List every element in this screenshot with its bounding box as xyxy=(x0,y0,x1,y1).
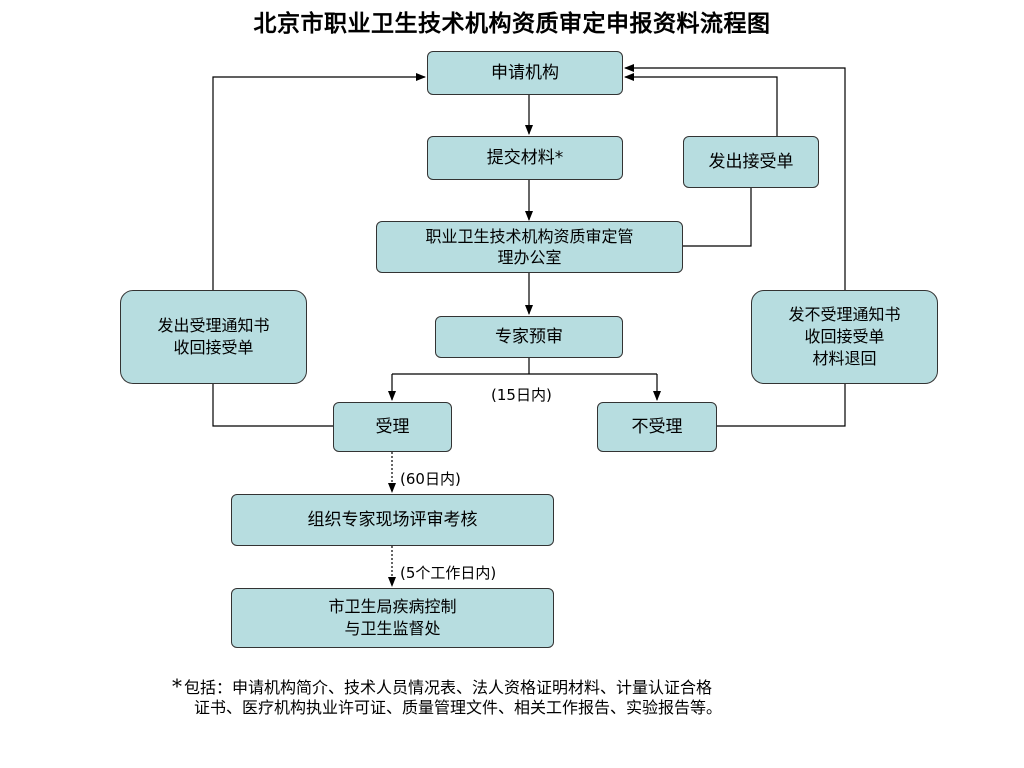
arrow-notice-to-apply xyxy=(212,73,426,290)
arrow-reject-notice-to-apply xyxy=(624,64,846,290)
node-issue-receipt: 发出接受单 xyxy=(683,136,819,188)
node-onsite-review-label: 组织专家现场评审考核 xyxy=(307,510,478,530)
footnote-text-1: 包括：申请机构简介、技术人员情况表、法人资格证明材料、计量认证合格 xyxy=(184,678,713,697)
line-accepted-to-notice xyxy=(212,384,333,427)
node-apply-label: 申请机构 xyxy=(491,63,559,83)
node-rejected: 不受理 xyxy=(597,402,717,452)
node-accept-notice: 发出受理通知书 收回接受单 xyxy=(120,290,307,384)
node-submit-label: 提交材料* xyxy=(486,148,564,168)
node-onsite-review: 组织专家现场评审考核 xyxy=(231,494,554,546)
node-reject-notice: 发不受理通知书 收回接受单 材料退回 xyxy=(751,290,938,384)
label-60-days: (60日内) xyxy=(400,470,461,488)
node-apply: 申请机构 xyxy=(427,51,623,95)
node-bureau-label: 市卫生局疾病控制 与卫生监督处 xyxy=(328,597,457,638)
footnote-line-1: *包括：申请机构简介、技术人员情况表、法人资格证明材料、计量认证合格 xyxy=(172,676,872,698)
node-rejected-label: 不受理 xyxy=(631,417,683,437)
footnote-star: * xyxy=(172,674,182,698)
line-rejected-to-notice xyxy=(717,384,846,427)
arrow-office-to-receipt xyxy=(683,188,752,247)
page-title: 北京市职业卫生技术机构资质审定申报资料流程图 xyxy=(253,11,771,37)
node-reject-notice-label: 发不受理通知书 收回接受单 材料退回 xyxy=(788,305,901,368)
footnote-line-2: 证书、医疗机构执业许可证、质量管理文件、相关工作报告、实验报告等。 xyxy=(194,698,723,717)
node-expert-review: 专家预审 xyxy=(435,316,623,358)
node-office-label: 职业卫生技术机构资质审定管 理办公室 xyxy=(425,227,634,267)
node-expert-review-label: 专家预审 xyxy=(495,327,563,347)
footnote: *包括：申请机构简介、技术人员情况表、法人资格证明材料、计量认证合格 证书、医疗… xyxy=(172,676,872,718)
arrow-receipt-to-apply xyxy=(624,73,778,136)
node-accepted-label: 受理 xyxy=(375,417,410,437)
node-office: 职业卫生技术机构资质审定管 理办公室 xyxy=(376,221,683,273)
node-issue-receipt-label: 发出接受单 xyxy=(708,152,794,172)
node-bureau: 市卫生局疾病控制 与卫生监督处 xyxy=(231,588,554,648)
node-accepted: 受理 xyxy=(333,402,452,452)
node-submit: 提交材料* xyxy=(427,136,623,180)
node-accept-notice-label: 发出受理通知书 收回接受单 xyxy=(157,316,270,357)
label-15-days: (15日内) xyxy=(491,386,552,404)
label-5-workdays: (5个工作日内) xyxy=(400,564,497,582)
